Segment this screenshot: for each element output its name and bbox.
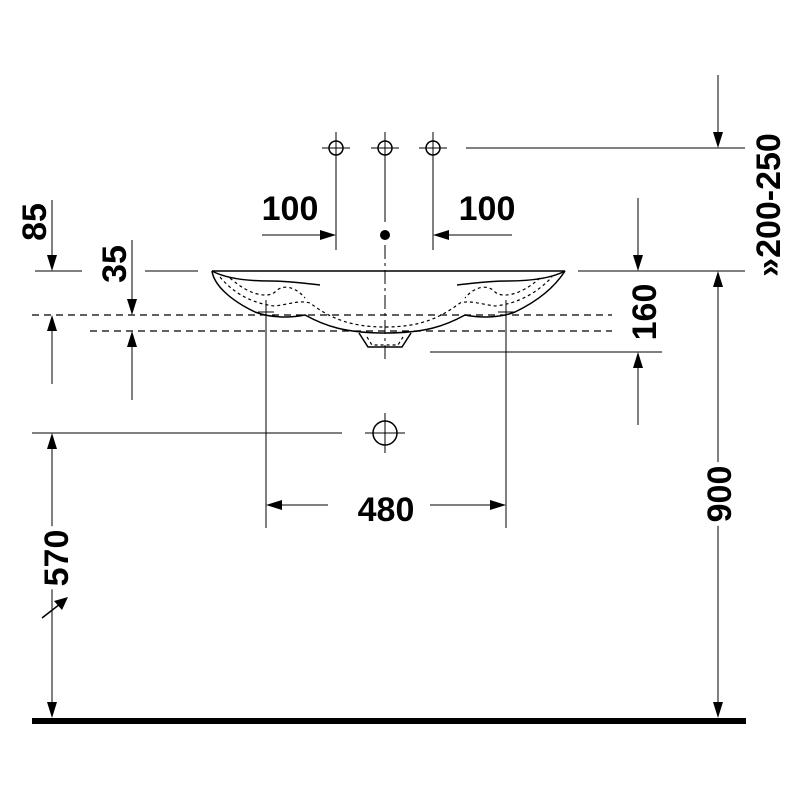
dim-35-label: 35 bbox=[96, 245, 134, 283]
tap-hole-center bbox=[371, 132, 399, 360]
fixing-point-left bbox=[258, 300, 274, 528]
waste-outlet bbox=[32, 413, 405, 453]
tap-hole-left bbox=[322, 132, 350, 250]
fixing-point-right bbox=[498, 300, 514, 528]
dim-900-value: 900 bbox=[701, 466, 739, 523]
dim-85-label: 85 bbox=[16, 203, 54, 241]
dim-570 bbox=[47, 433, 57, 718]
dim-200-250 bbox=[713, 75, 723, 148]
dim-570-label: 570 bbox=[38, 530, 76, 587]
dim-85 bbox=[47, 200, 57, 384]
dim-160 bbox=[633, 198, 643, 425]
dim-100-right-arrow bbox=[433, 230, 512, 240]
dim-100-right-label: 100 bbox=[459, 190, 516, 228]
dim-480-label: 480 bbox=[358, 491, 415, 529]
dim-200-250-label: »200-250 bbox=[750, 133, 788, 277]
dim-100-left-label: 100 bbox=[262, 190, 319, 228]
dim-100-left-arrow bbox=[262, 230, 336, 240]
tap-hole-right bbox=[419, 132, 447, 250]
dim-900 bbox=[713, 271, 723, 718]
dim-480 bbox=[266, 500, 506, 510]
floor-line bbox=[32, 718, 746, 724]
dim-900-label: 900 bbox=[701, 466, 739, 523]
basin-outline bbox=[211, 270, 566, 348]
dim-160-label: 160 bbox=[626, 284, 664, 341]
dim-570-label-bg: 570 bbox=[38, 530, 76, 587]
dim-570-pointer-arrow bbox=[41, 597, 68, 619]
dim-35 bbox=[127, 240, 137, 400]
